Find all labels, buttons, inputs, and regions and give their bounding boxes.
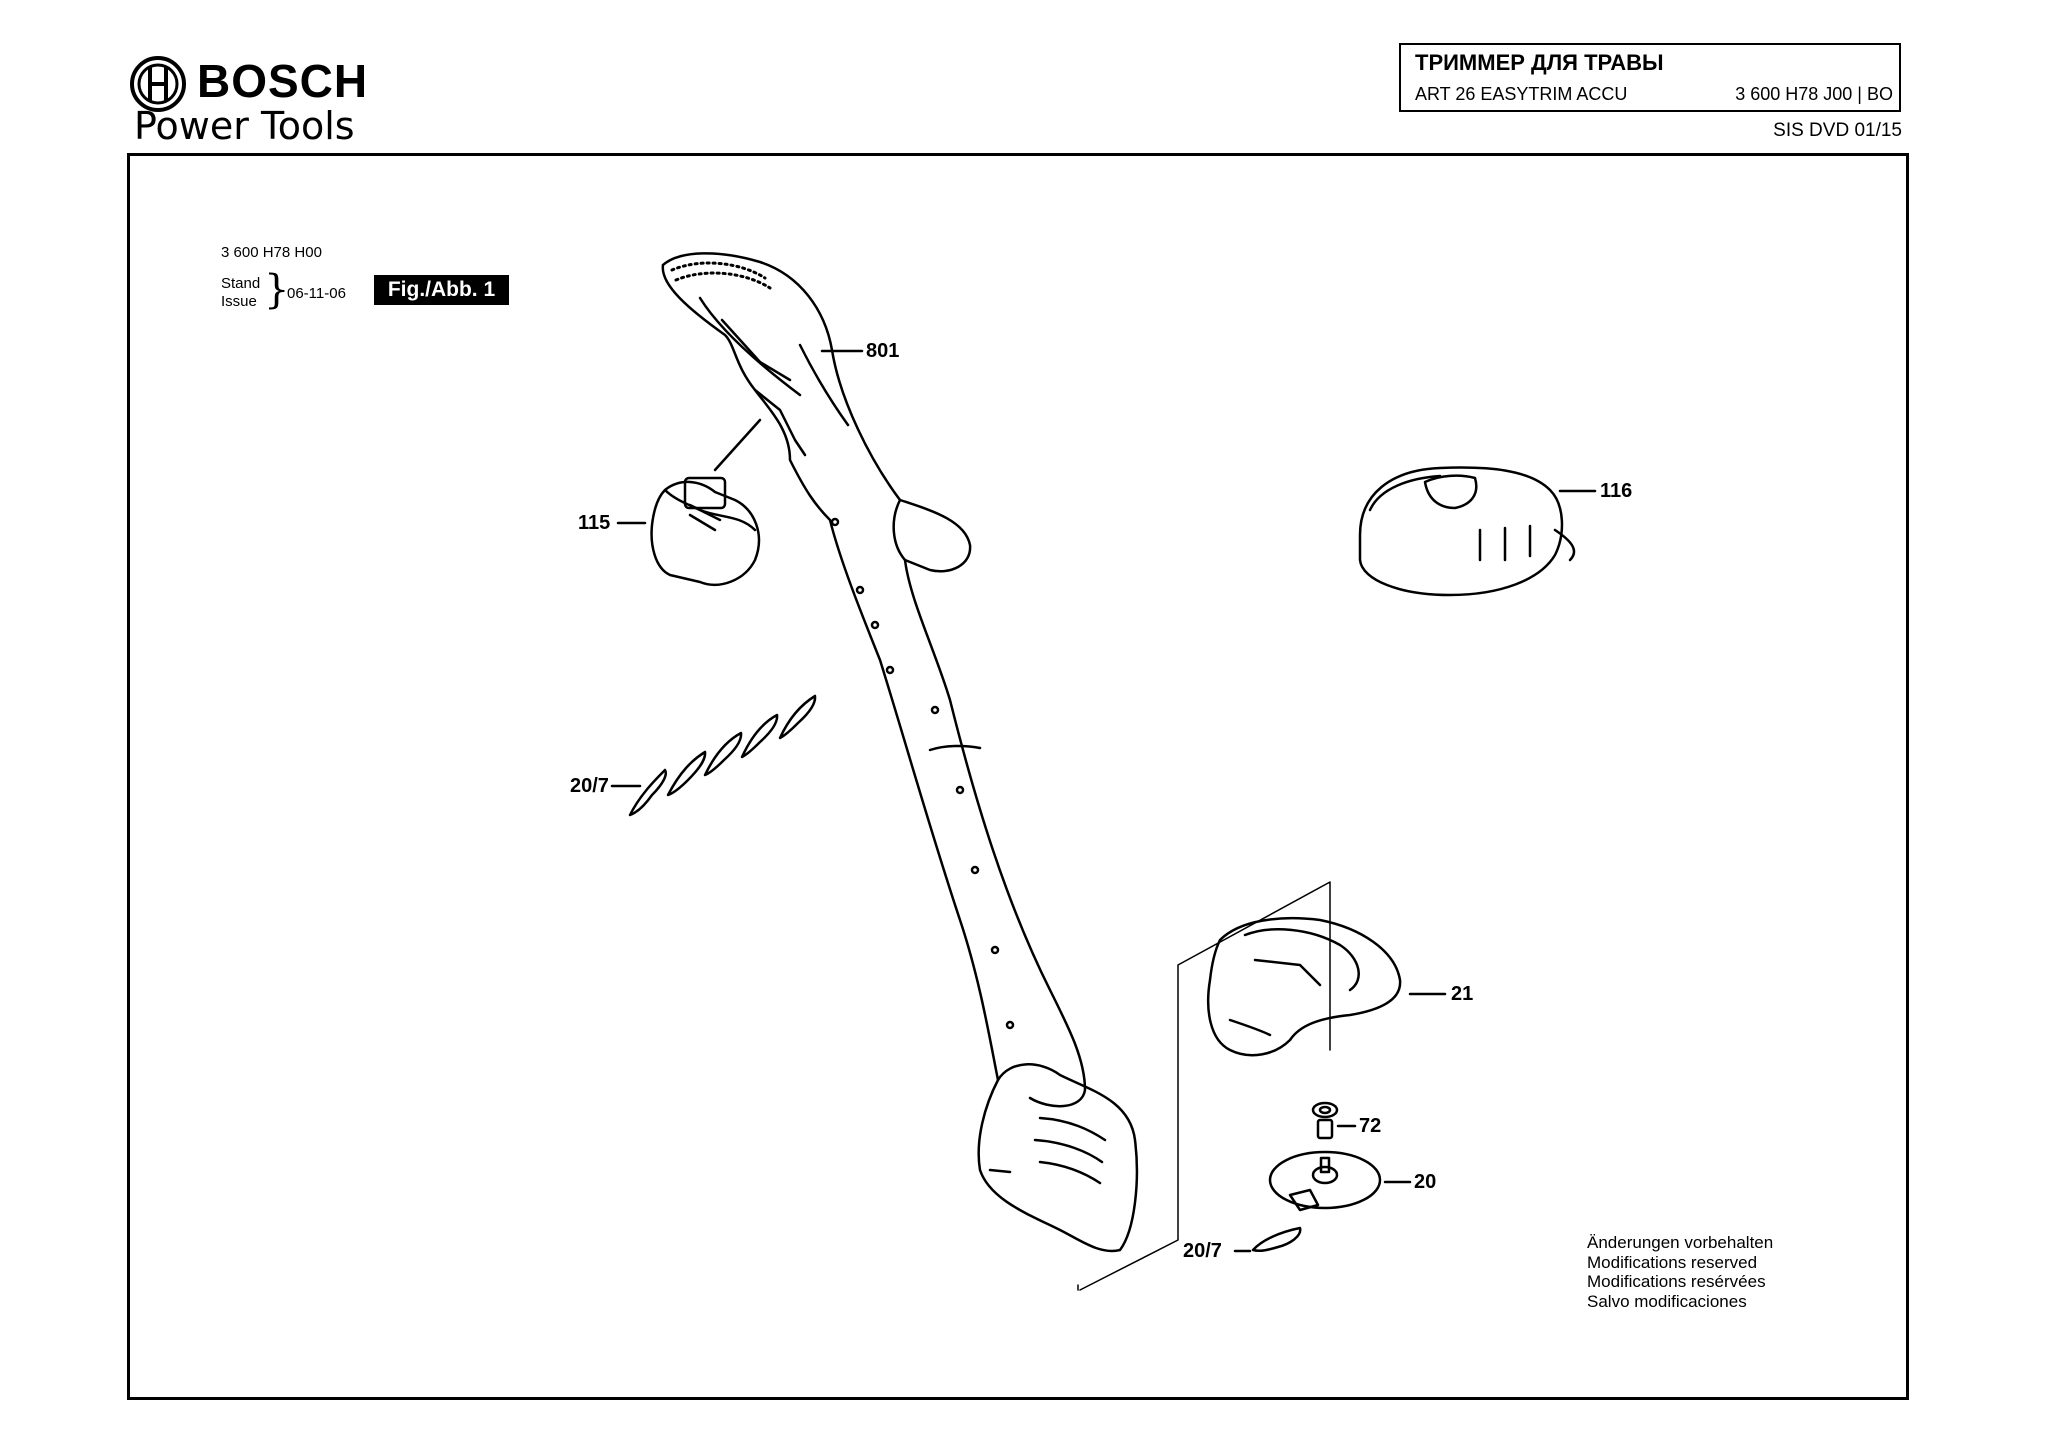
callout-801: 801 [866,340,900,362]
trimmer-handle-801 [661,252,1139,1253]
callout-20-7-a: 20/7 [570,775,609,797]
drawing-frame [127,153,1909,1400]
brand-subtitle: Power Tools [134,104,355,148]
modification-notes: Änderungen vorbehalten Modifications res… [1587,1233,1773,1311]
brand-name: BOSCH [197,55,369,107]
callout-21: 21 [1451,983,1474,1005]
model-name: ART 26 EASYTRIM ACCU [1415,84,1628,104]
charger-116 [1358,466,1576,597]
blade-set-20-7 [628,694,817,817]
battery-115 [650,418,762,587]
bosch-armature-icon [130,56,186,112]
blade-single-20-7 [1251,1226,1302,1253]
callout-20: 20 [1414,1171,1437,1193]
stand-label: Stand [221,275,261,292]
spool-20 [1268,1150,1382,1212]
issue-date: 06-11-06 [287,285,346,302]
callout-115: 115 [578,512,611,534]
note-line: Salvo modificaciones [1587,1291,1747,1311]
issue-label: Issue [221,293,257,310]
document-title: ТРИММЕР ДЛЯ ТРАВЫ [1415,50,1664,75]
drawing-number: 3 600 H78 H00 [221,244,322,261]
note-line: Änderungen vorbehalten [1587,1233,1774,1252]
sis-reference: SIS DVD 01/15 [1773,120,1902,141]
figure-label: Fig./Abb. 1 [374,275,509,305]
note-line: Modifications resérvées [1587,1272,1766,1291]
callout-72: 72 [1359,1115,1382,1137]
part-number: 3 600 H78 J00 | BO [1735,84,1893,104]
callout-20-7-b: 20/7 [1183,1240,1222,1262]
brace: } [264,267,290,313]
washer-72 [1311,1101,1339,1140]
callout-116: 116 [1600,480,1633,502]
guard-21 [1206,916,1402,1057]
bosch-logo: BOSCH Power Tools [124,52,394,162]
assembly-plane [1077,881,1331,1291]
title-box: ТРИММЕР ДЛЯ ТРАВЫ ART 26 EASYTRIM ACCU 3… [1399,43,1901,112]
note-line: Modifications reserved [1587,1252,1758,1272]
